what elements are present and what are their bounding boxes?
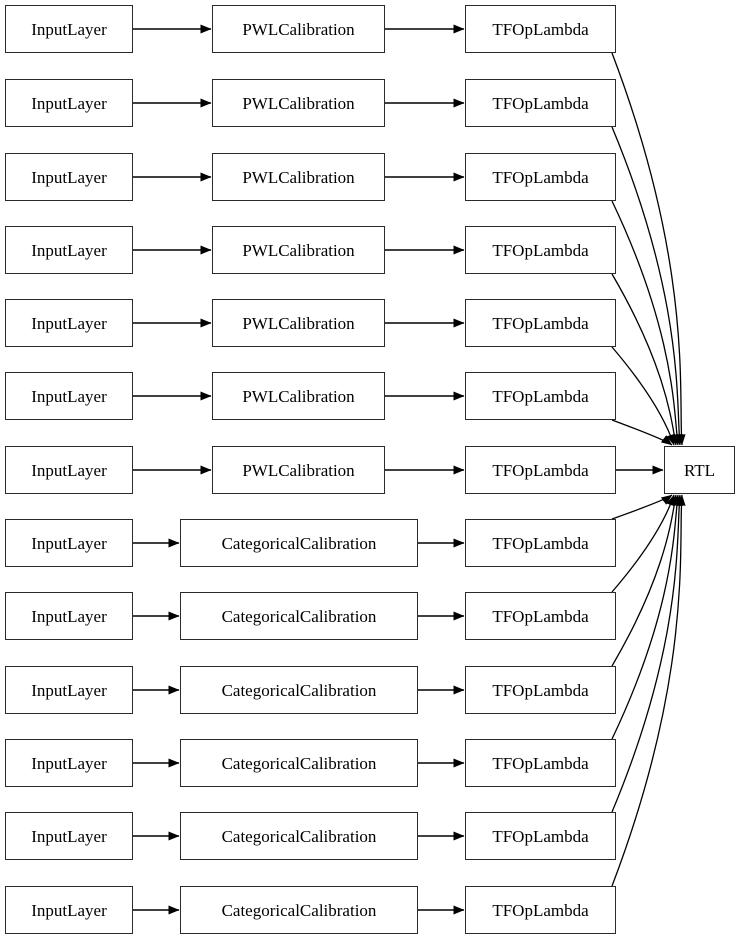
node-tfoplambda-8[interactable]: TFOpLambda <box>465 592 616 640</box>
node-input-layer-2[interactable]: InputLayer <box>5 153 133 201</box>
node-calibration-5[interactable]: PWLCalibration <box>212 372 385 420</box>
edge-lambda-to-output-10 <box>611 494 682 740</box>
edge-lambda-to-output-11 <box>611 494 684 813</box>
node-tfoplambda-8-label: TFOpLambda <box>492 606 589 626</box>
edge-lambda-to-output-0 <box>611 52 686 446</box>
node-tfoplambda-7-label: TFOpLambda <box>492 533 589 553</box>
node-tfoplambda-12-label: TFOpLambda <box>492 900 589 920</box>
node-calibration-4-label: PWLCalibration <box>242 313 355 333</box>
node-calibration-10[interactable]: CategoricalCalibration <box>180 739 418 787</box>
node-input-layer-8-label: InputLayer <box>31 606 107 626</box>
node-tfoplambda-3-label: TFOpLambda <box>492 240 589 260</box>
node-input-layer-12[interactable]: InputLayer <box>5 886 133 934</box>
node-input-layer-0-label: InputLayer <box>31 19 107 39</box>
node-calibration-8[interactable]: CategoricalCalibration <box>180 592 418 640</box>
node-input-layer-6[interactable]: InputLayer <box>5 446 133 494</box>
node-calibration-9-label: CategoricalCalibration <box>221 680 377 700</box>
edge-lambda-to-output-8 <box>611 494 675 593</box>
node-input-layer-4-label: InputLayer <box>31 313 107 333</box>
node-calibration-2[interactable]: PWLCalibration <box>212 153 385 201</box>
node-input-layer-10[interactable]: InputLayer <box>5 739 133 787</box>
node-calibration-12[interactable]: CategoricalCalibration <box>180 886 418 934</box>
node-calibration-5-label: PWLCalibration <box>242 386 355 406</box>
node-calibration-1[interactable]: PWLCalibration <box>212 79 385 127</box>
node-input-layer-3[interactable]: InputLayer <box>5 226 133 274</box>
node-tfoplambda-1[interactable]: TFOpLambda <box>465 79 616 127</box>
edge-lambda-to-output-12 <box>611 494 686 887</box>
edge-lambda-to-output-2 <box>611 200 682 446</box>
node-input-layer-7-label: InputLayer <box>31 533 107 553</box>
node-input-layer-1[interactable]: InputLayer <box>5 79 133 127</box>
node-calibration-4[interactable]: PWLCalibration <box>212 299 385 347</box>
node-calibration-0-label: PWLCalibration <box>242 19 355 39</box>
node-calibration-6[interactable]: PWLCalibration <box>212 446 385 494</box>
node-tfoplambda-7[interactable]: TFOpLambda <box>465 519 616 567</box>
node-input-layer-3-label: InputLayer <box>31 240 107 260</box>
node-tfoplambda-6-label: TFOpLambda <box>492 460 589 480</box>
node-input-layer-11-label: InputLayer <box>31 826 107 846</box>
edge-lambda-to-output-9 <box>611 494 679 667</box>
node-tfoplambda-4[interactable]: TFOpLambda <box>465 299 616 347</box>
node-tfoplambda-2[interactable]: TFOpLambda <box>465 153 616 201</box>
edge-lambda-to-output-7 <box>611 494 673 520</box>
node-input-layer-5-label: InputLayer <box>31 386 107 406</box>
node-tfoplambda-9-label: TFOpLambda <box>492 680 589 700</box>
node-tfoplambda-10[interactable]: TFOpLambda <box>465 739 616 787</box>
edge-lambda-to-output-4 <box>611 346 675 446</box>
node-input-layer-5[interactable]: InputLayer <box>5 372 133 420</box>
node-tfoplambda-3[interactable]: TFOpLambda <box>465 226 616 274</box>
node-calibration-11-label: CategoricalCalibration <box>221 826 377 846</box>
node-input-layer-10-label: InputLayer <box>31 753 107 773</box>
node-input-layer-11[interactable]: InputLayer <box>5 812 133 860</box>
node-input-layer-7[interactable]: InputLayer <box>5 519 133 567</box>
node-tfoplambda-0-label: TFOpLambda <box>492 19 589 39</box>
edge-lambda-to-output-1 <box>611 126 684 446</box>
node-tfoplambda-4-label: TFOpLambda <box>492 313 589 333</box>
node-input-layer-2-label: InputLayer <box>31 167 107 187</box>
node-input-layer-6-label: InputLayer <box>31 460 107 480</box>
node-output-rtl-label: RTL <box>683 460 716 480</box>
node-tfoplambda-0[interactable]: TFOpLambda <box>465 5 616 53</box>
node-input-layer-4[interactable]: InputLayer <box>5 299 133 347</box>
node-input-layer-0[interactable]: InputLayer <box>5 5 133 53</box>
node-calibration-11[interactable]: CategoricalCalibration <box>180 812 418 860</box>
node-tfoplambda-6[interactable]: TFOpLambda <box>465 446 616 494</box>
node-calibration-1-label: PWLCalibration <box>242 93 355 113</box>
node-tfoplambda-10-label: TFOpLambda <box>492 753 589 773</box>
node-calibration-6-label: PWLCalibration <box>242 460 355 480</box>
node-calibration-10-label: CategoricalCalibration <box>221 753 377 773</box>
node-tfoplambda-9[interactable]: TFOpLambda <box>465 666 616 714</box>
node-tfoplambda-2-label: TFOpLambda <box>492 167 589 187</box>
edge-lambda-to-output-5 <box>611 419 673 446</box>
node-input-layer-1-label: InputLayer <box>31 93 107 113</box>
node-tfoplambda-1-label: TFOpLambda <box>492 93 589 113</box>
node-calibration-2-label: PWLCalibration <box>242 167 355 187</box>
node-tfoplambda-5[interactable]: TFOpLambda <box>465 372 616 420</box>
node-output-rtl[interactable]: RTL <box>664 446 735 494</box>
node-calibration-3-label: PWLCalibration <box>242 240 355 260</box>
node-input-layer-12-label: InputLayer <box>31 900 107 920</box>
node-input-layer-8[interactable]: InputLayer <box>5 592 133 640</box>
node-calibration-9[interactable]: CategoricalCalibration <box>180 666 418 714</box>
node-calibration-0[interactable]: PWLCalibration <box>212 5 385 53</box>
node-calibration-7[interactable]: CategoricalCalibration <box>180 519 418 567</box>
node-calibration-8-label: CategoricalCalibration <box>221 606 377 626</box>
node-calibration-3[interactable]: PWLCalibration <box>212 226 385 274</box>
node-tfoplambda-5-label: TFOpLambda <box>492 386 589 406</box>
node-calibration-12-label: CategoricalCalibration <box>221 900 377 920</box>
node-tfoplambda-11[interactable]: TFOpLambda <box>465 812 616 860</box>
edge-lambda-to-output-3 <box>611 273 679 446</box>
node-tfoplambda-12[interactable]: TFOpLambda <box>465 886 616 934</box>
node-input-layer-9-label: InputLayer <box>31 680 107 700</box>
node-calibration-7-label: CategoricalCalibration <box>221 533 377 553</box>
node-input-layer-9[interactable]: InputLayer <box>5 666 133 714</box>
node-tfoplambda-11-label: TFOpLambda <box>492 826 589 846</box>
